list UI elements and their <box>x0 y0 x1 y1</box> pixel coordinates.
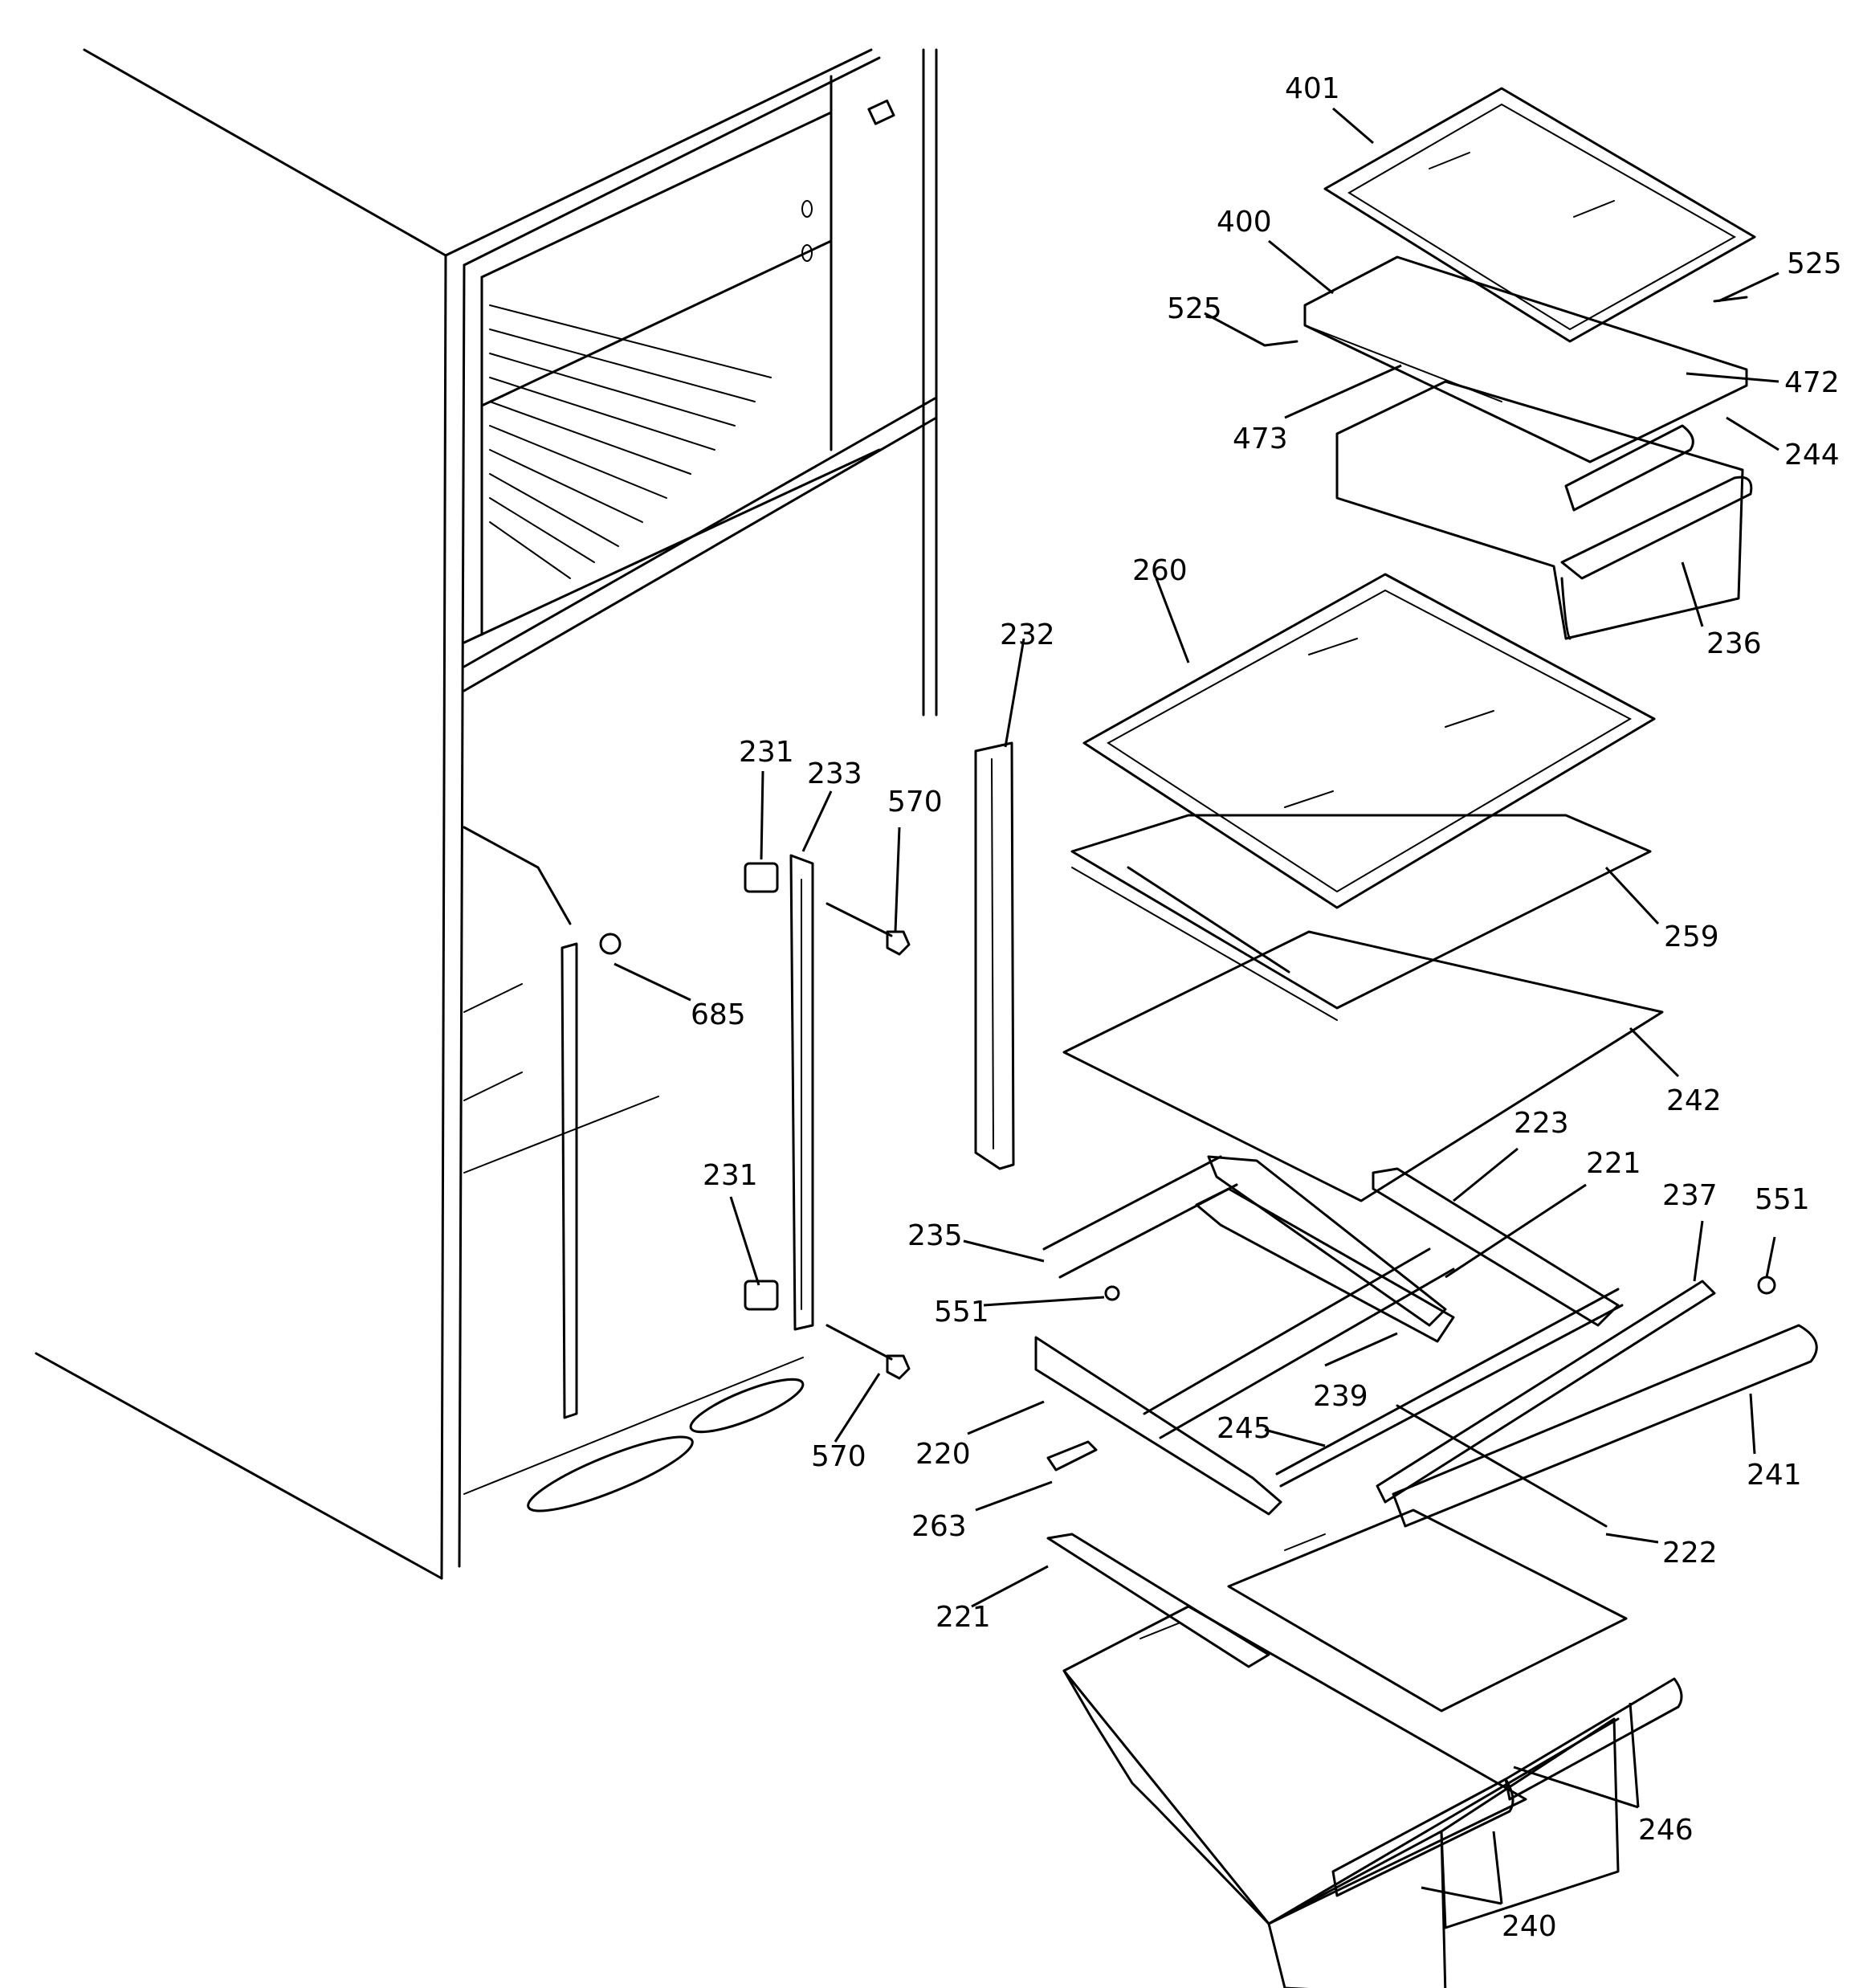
rail-237 <box>1376 1280 1716 1504</box>
top-shelf-frame-400 <box>1303 255 1748 463</box>
label-525-right: 525 <box>1787 247 1842 280</box>
screw-551-right <box>1757 1276 1776 1295</box>
label-236: 236 <box>1706 627 1762 660</box>
label-473: 473 <box>1233 423 1288 455</box>
label-259: 259 <box>1664 921 1719 953</box>
part-labels: 401 400 525 525 472 473 244 236 260 259 … <box>691 72 1842 1943</box>
label-241: 241 <box>1747 1459 1802 1492</box>
shelf-ladder-233 <box>789 854 814 1331</box>
label-220: 220 <box>915 1438 971 1471</box>
label-231-top: 231 <box>739 736 794 769</box>
label-472: 472 <box>1784 366 1840 399</box>
shelf-rail-232 <box>974 741 1015 1170</box>
label-260: 260 <box>1132 554 1188 587</box>
cabinet <box>35 48 938 1580</box>
label-235: 235 <box>907 1219 963 1252</box>
drawer-236 <box>1335 380 1753 640</box>
label-239: 239 <box>1313 1380 1368 1413</box>
label-242: 242 <box>1666 1084 1722 1117</box>
label-246: 246 <box>1638 1814 1694 1847</box>
center-divider-239 <box>1195 1187 1455 1343</box>
label-570-top: 570 <box>887 786 943 818</box>
label-221-bottom: 221 <box>936 1601 991 1634</box>
crisper-frame-assembly <box>1034 1155 1624 1516</box>
label-231-bottom: 231 <box>703 1159 758 1192</box>
label-240: 240 <box>1502 1910 1557 1943</box>
freezer-ribs <box>489 304 772 579</box>
mount-screw-525-left <box>1263 340 1298 347</box>
bracket-231-top <box>744 862 779 893</box>
label-525-left: 525 <box>1167 292 1222 325</box>
label-551-right: 551 <box>1755 1183 1810 1216</box>
label-400: 400 <box>1217 206 1272 239</box>
label-570-bottom: 570 <box>811 1440 866 1473</box>
screw-570-top <box>826 902 911 956</box>
label-233: 233 <box>807 757 862 790</box>
strip-221-lower <box>1046 1533 1270 1668</box>
crisper-drawers-240 <box>1062 1508 1683 1988</box>
label-223: 223 <box>1514 1107 1569 1140</box>
label-221-top: 221 <box>1586 1147 1641 1180</box>
label-263: 263 <box>911 1510 967 1543</box>
strip-222 <box>1396 1404 1608 1528</box>
leader-lines <box>614 107 1779 1905</box>
cover-241 <box>1392 1324 1818 1528</box>
glass-shelf-260 <box>1082 573 1656 909</box>
bracket-231-bottom <box>744 1280 779 1311</box>
label-685: 685 <box>691 998 746 1031</box>
left-shelf-rail <box>561 933 622 1419</box>
screw-570-bottom <box>826 1324 911 1380</box>
insulation-sheet-242 <box>1062 930 1664 1202</box>
label-237: 237 <box>1662 1179 1718 1212</box>
label-244: 244 <box>1784 439 1840 471</box>
label-551-left: 551 <box>934 1296 989 1329</box>
label-401: 401 <box>1285 72 1340 105</box>
label-245: 245 <box>1217 1412 1272 1445</box>
label-232: 232 <box>1000 618 1055 651</box>
label-222: 222 <box>1662 1537 1718 1570</box>
top-glass-shelf-401 <box>1323 87 1756 343</box>
handle-244 <box>1564 424 1694 512</box>
screw-551-left <box>1104 1285 1120 1301</box>
